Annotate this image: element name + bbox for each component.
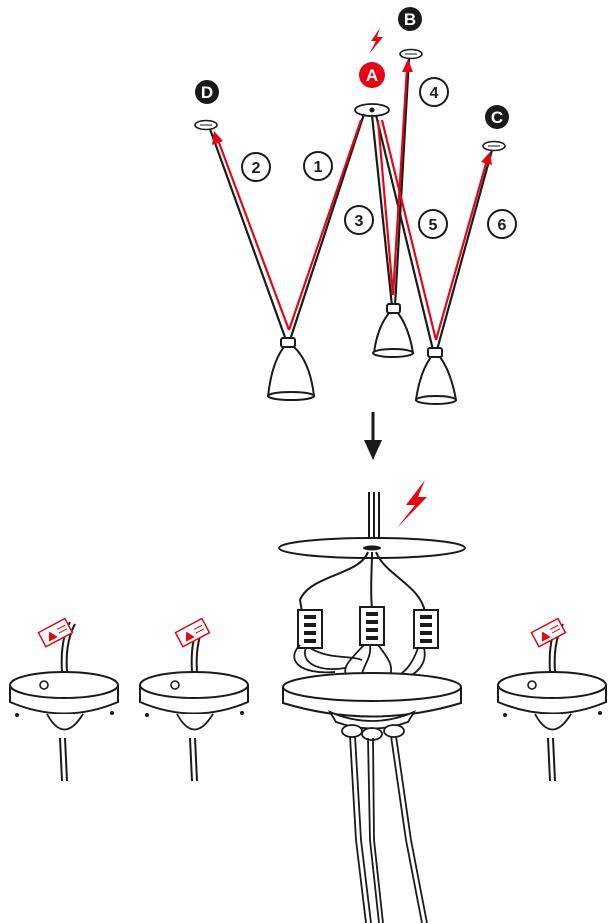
arrow-to-b-icon: [402, 59, 413, 72]
step-3-label: 3: [355, 213, 364, 230]
step-4-label: 4: [430, 85, 439, 102]
marker-d-label: D: [201, 83, 213, 102]
warning-tag-icon: [37, 617, 74, 648]
pendant-cables-bundle: [349, 735, 428, 923]
marker-c: C: [485, 105, 509, 129]
step-1: 1: [303, 151, 333, 181]
ceiling-canopy-c: [482, 140, 506, 152]
step-3: 3: [344, 205, 374, 235]
pendant-lamp-right: [414, 347, 458, 405]
central-canopy: [282, 672, 462, 741]
pendant-lamp-left: [266, 337, 316, 401]
step-2-label: 2: [252, 160, 261, 177]
step-5-label: 5: [429, 217, 438, 234]
down-arrow-icon: [364, 412, 382, 460]
marker-a: A: [359, 62, 385, 88]
side-canopy-3: [497, 617, 607, 782]
step-4: 4: [419, 77, 449, 107]
warning-tag-icon: [530, 617, 567, 648]
step-5: 5: [418, 209, 448, 239]
marker-b: B: [398, 7, 422, 31]
ceiling-canopy-b: [399, 48, 423, 60]
marker-b-label: B: [404, 10, 416, 29]
routing-arrowheads: [212, 59, 492, 165]
terminal-connector-right: [413, 609, 439, 649]
ceiling-canopy-d: [194, 119, 218, 131]
step-2: 2: [241, 152, 271, 182]
marker-d: D: [195, 80, 219, 104]
power-lightning-icon-top: [369, 28, 383, 54]
terminal-connector-middle: [359, 606, 385, 646]
step-6-label: 6: [498, 217, 507, 234]
arrow-to-c-icon: [481, 152, 492, 165]
terminal-connector-left: [297, 609, 323, 649]
arrow-to-d-icon: [212, 131, 223, 145]
ceiling-canopy-a: [354, 103, 390, 117]
cable-routing-red: [216, 67, 489, 341]
power-lightning-icon-bottom: [397, 480, 427, 528]
step-6: 6: [487, 209, 517, 239]
marker-c-label: C: [491, 108, 503, 127]
supply-wires: [298, 551, 426, 613]
warning-tag-icon: [174, 617, 211, 648]
step-1-label: 1: [314, 159, 323, 176]
side-canopy-1: [9, 617, 119, 782]
cables-black: [208, 57, 494, 351]
side-canopy-2: [139, 617, 249, 782]
pendant-lamp-middle: [372, 303, 415, 358]
marker-a-label: A: [366, 66, 378, 85]
